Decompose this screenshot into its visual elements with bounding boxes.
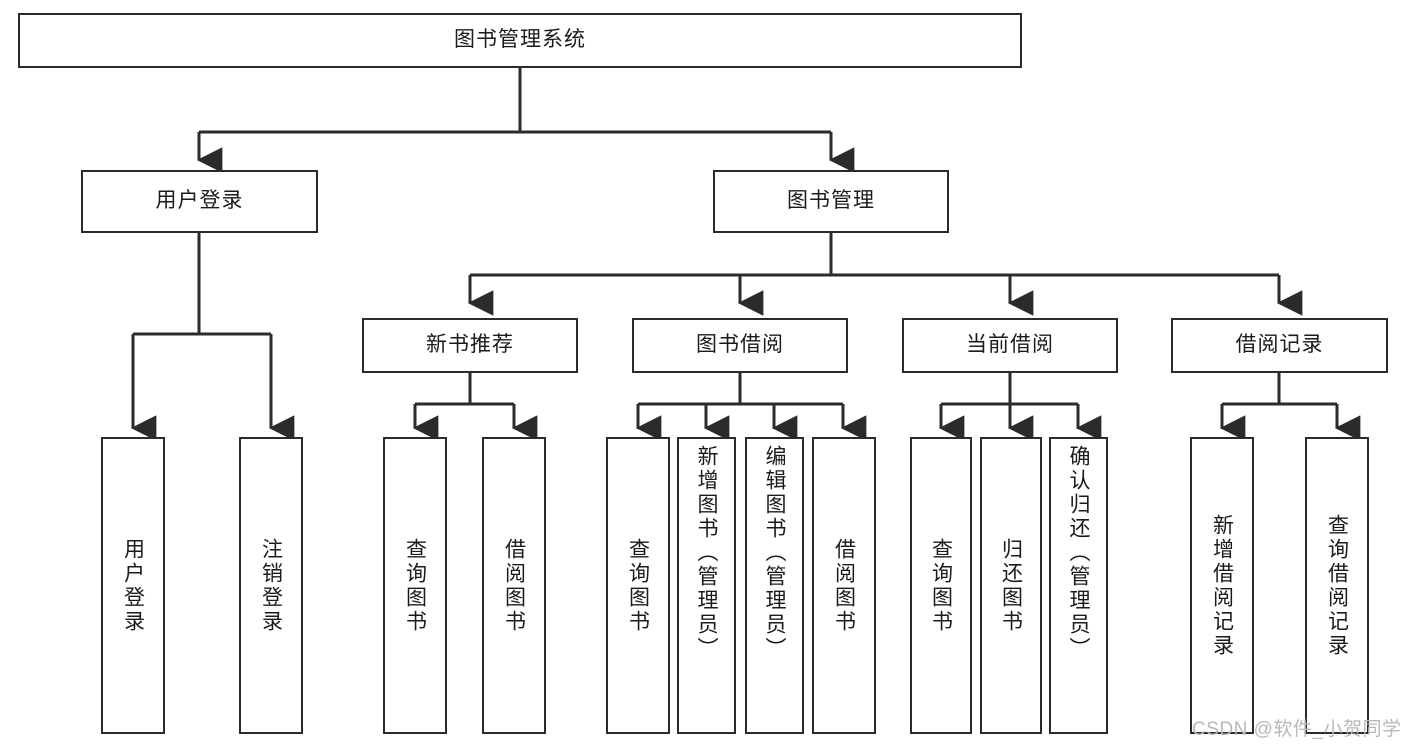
node-root[interactable]: 图书管理系统 [18, 13, 1022, 68]
node-root-label: 图书管理系统 [454, 28, 586, 52]
leaf-user-logout-label: 注销登录 [259, 537, 283, 634]
node-new-book-recommend[interactable]: 新书推荐 [362, 318, 578, 373]
leaf-borrow-add-book-admin-label: 新增图书（管理员） [695, 445, 718, 661]
leaf-current-return-book[interactable]: 归还图书 [980, 437, 1042, 734]
node-book-borrow[interactable]: 图书借阅 [632, 318, 848, 373]
node-book-manage[interactable]: 图书管理 [713, 170, 949, 233]
node-current-borrow[interactable]: 当前借阅 [902, 318, 1118, 373]
leaf-current-query-book[interactable]: 查询图书 [910, 437, 972, 734]
leaf-current-return-book-label: 归还图书 [999, 537, 1023, 634]
leaf-record-query-label: 查询借阅记录 [1325, 513, 1349, 658]
node-borrow-record-label: 借阅记录 [1235, 333, 1324, 357]
leaf-borrow-edit-book-admin[interactable]: 编辑图书（管理员） [745, 437, 804, 734]
leaf-borrow-lend-book[interactable]: 借阅图书 [812, 437, 876, 734]
leaf-recommend-query-book[interactable]: 查询图书 [383, 437, 447, 734]
leaf-borrow-query-book[interactable]: 查询图书 [606, 437, 670, 734]
node-user-login-label: 用户登录 [155, 189, 244, 213]
leaf-record-add[interactable]: 新增借阅记录 [1190, 437, 1254, 734]
leaf-recommend-query-book-label: 查询图书 [403, 537, 427, 634]
leaf-user-login[interactable]: 用户登录 [101, 437, 165, 734]
leaf-borrow-lend-book-label: 借阅图书 [832, 537, 856, 634]
node-new-book-recommend-label: 新书推荐 [426, 333, 514, 357]
leaf-borrow-query-book-label: 查询图书 [626, 537, 650, 634]
leaf-current-query-book-label: 查询图书 [929, 537, 953, 634]
leaf-borrow-add-book-admin[interactable]: 新增图书（管理员） [677, 437, 736, 734]
node-user-login[interactable]: 用户登录 [81, 170, 318, 233]
leaf-recommend-borrow-book-label: 借阅图书 [502, 537, 526, 634]
node-book-borrow-label: 图书借阅 [696, 333, 784, 357]
node-book-manage-label: 图书管理 [787, 189, 875, 213]
node-current-borrow-label: 当前借阅 [966, 333, 1054, 357]
leaf-user-login-label: 用户登录 [121, 537, 145, 634]
leaf-record-query[interactable]: 查询借阅记录 [1305, 437, 1369, 734]
leaf-current-confirm-return-admin[interactable]: 确认归还（管理员） [1049, 437, 1108, 734]
leaf-borrow-edit-book-admin-label: 编辑图书（管理员） [763, 445, 786, 661]
leaf-current-confirm-return-admin-label: 确认归还（管理员） [1067, 445, 1090, 661]
leaf-user-logout[interactable]: 注销登录 [239, 437, 303, 734]
leaf-record-add-label: 新增借阅记录 [1210, 513, 1234, 658]
node-borrow-record[interactable]: 借阅记录 [1171, 318, 1388, 373]
leaf-recommend-borrow-book[interactable]: 借阅图书 [482, 437, 546, 734]
